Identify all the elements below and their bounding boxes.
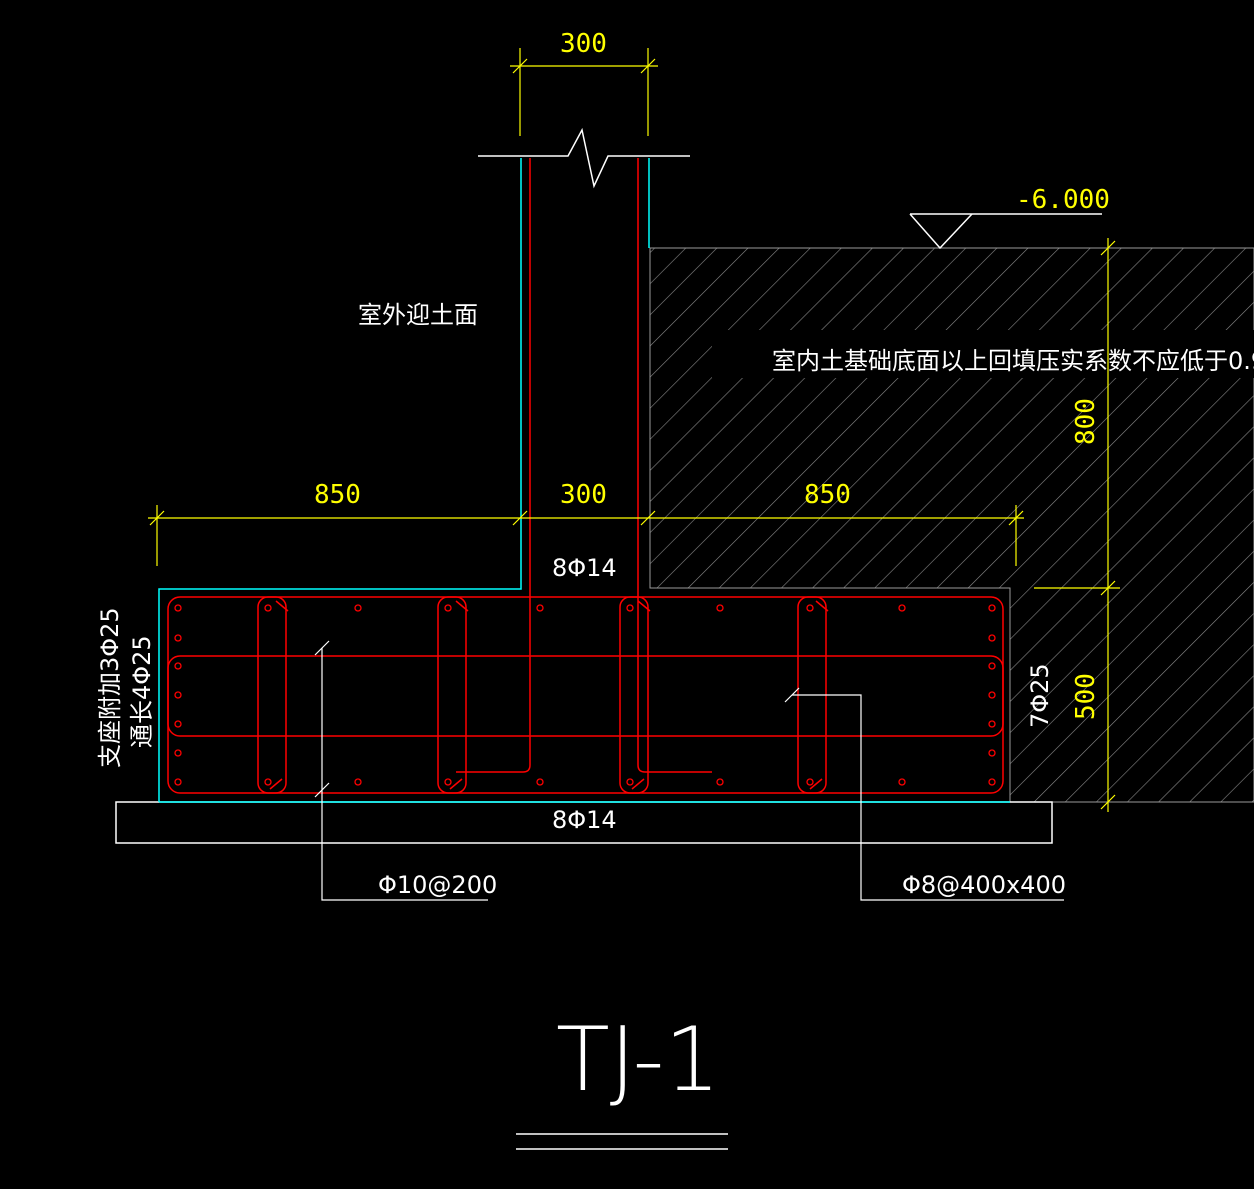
drawing-title: TJ-1 <box>556 1008 720 1111</box>
footing-rebar <box>167 596 1004 794</box>
label-outdoor-face: 室外迎土面 <box>358 301 478 329</box>
rebar-top-label: 8Φ14 <box>552 554 617 582</box>
label-backfill-note: 室内土基础底面以上回填压实系数不应低于0.94 <box>772 347 1254 375</box>
rebar-side-label: 7Φ25 <box>1026 663 1054 728</box>
tie-bars-label: Φ8@400x400 <box>902 871 1066 899</box>
rebar-dots <box>174 604 996 786</box>
leader-lines <box>314 640 1064 901</box>
dim-footing-height: 500 <box>1071 673 1101 720</box>
wall-rebar <box>456 158 712 773</box>
concrete-outline <box>158 158 1010 803</box>
elevation-mark: -6.000 <box>909 185 1110 250</box>
rebar-bottom-label: 8Φ14 <box>552 806 617 834</box>
elevation-label: -6.000 <box>1016 185 1110 215</box>
dim-center: 300 <box>560 480 607 510</box>
dimension-lines <box>148 48 1120 812</box>
dim-wall-width-top: 300 <box>560 29 607 59</box>
dim-soil-height: 800 <box>1071 398 1101 445</box>
rebar-support-label-2: 通长4Φ25 <box>128 635 156 748</box>
dim-right: 850 <box>804 480 851 510</box>
stirrup-main-label: Φ10@200 <box>378 871 497 899</box>
rebar-support-label-1: 支座附加3Φ25 <box>96 607 124 768</box>
wall-break-line <box>478 127 690 189</box>
soil-hatch <box>649 247 1254 803</box>
dim-left: 850 <box>314 480 361 510</box>
